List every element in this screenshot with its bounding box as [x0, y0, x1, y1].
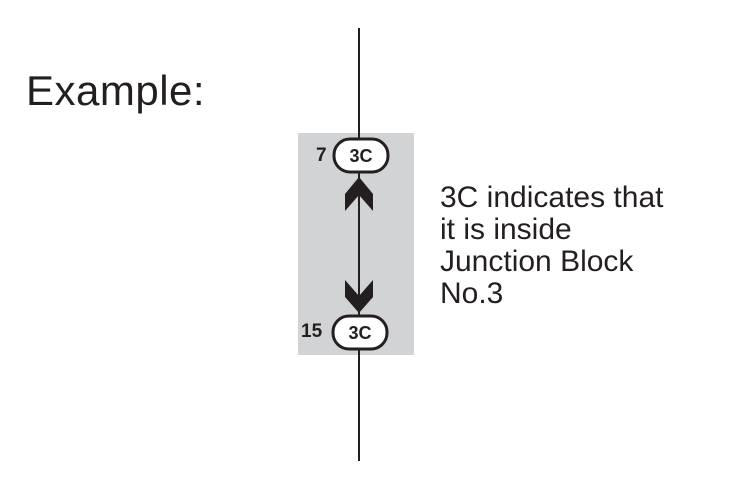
bottom-pin-number: 15: [301, 321, 323, 342]
note-line: 3C indicates that: [440, 181, 664, 214]
top-connector: 3C: [332, 137, 390, 174]
top-connector-code: 3C: [349, 146, 372, 166]
example-heading: Example:: [26, 67, 206, 114]
chevron-down-icon: [345, 280, 373, 313]
bottom-connector-code: 3C: [348, 323, 371, 343]
chevron-up-icon: [345, 177, 373, 211]
bottom-connector: 3C: [331, 314, 389, 351]
note-line: Junction Block: [440, 245, 634, 278]
explanation-note: 3C indicates that it is inside Junction …: [440, 182, 663, 310]
note-line: it is inside: [440, 213, 572, 246]
note-line: No.3: [440, 277, 504, 310]
top-pin-number: 7: [316, 145, 327, 166]
